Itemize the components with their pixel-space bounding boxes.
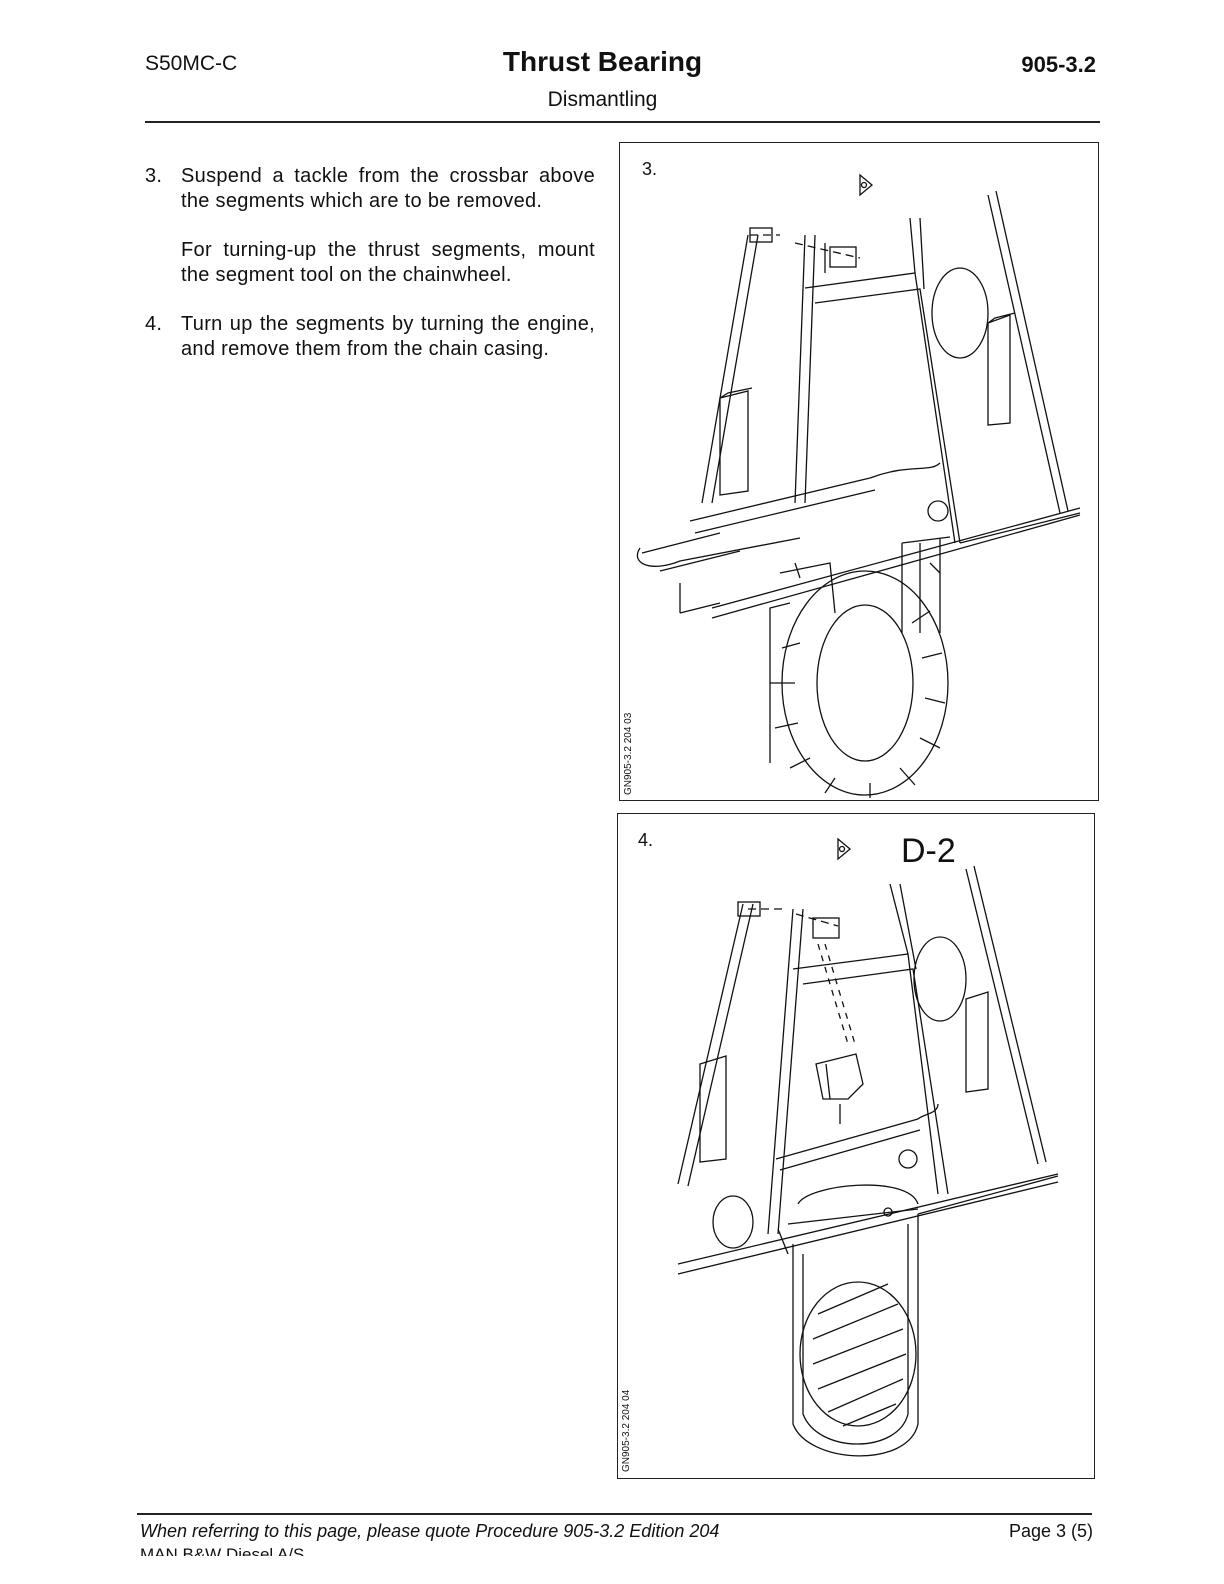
engine-type: S50MC-C <box>145 52 238 75</box>
figure-label: 4. <box>638 830 654 850</box>
header-divider <box>145 121 1100 123</box>
company-name: MAN B&W Diesel A/S <box>140 1545 305 1556</box>
footer-reference: When referring to this page, please quot… <box>140 1521 720 1541</box>
figure-code: GN905-3.2 204 04 <box>621 1389 632 1472</box>
step-text: Turn up the segments by turning the en­g… <box>181 313 595 360</box>
step-3: 3. Suspend a tackle from the crossbar ab… <box>145 164 595 214</box>
footer-divider <box>137 1513 1092 1515</box>
page-title: Thrust Bearing <box>502 46 703 77</box>
step-3-note: For turning-up the thrust segments, moun… <box>145 238 595 288</box>
step-text: Suspend a tackle from the crossbar above… <box>181 165 595 212</box>
step-number: 3. <box>145 165 163 187</box>
step-4: 4. Turn up the segments by turning the e… <box>145 312 595 362</box>
figure-4-panel: 4. D-2 GN905-3.2 204 04 <box>617 813 1095 1479</box>
direction-arrow-icon <box>837 837 852 861</box>
page-number: Page 3 (5) <box>1008 1521 1093 1541</box>
figure-3-drawing <box>636 173 1081 798</box>
figure-4-drawing <box>677 837 1059 1457</box>
figure-3-panel: 3. GN905-3.2 204 03 <box>619 142 1099 801</box>
section-tag: D-2 <box>901 832 956 870</box>
procedure-number: 905-3.2 <box>1021 52 1096 77</box>
direction-arrow-icon <box>859 173 874 197</box>
step-number: 4. <box>145 313 163 335</box>
page-subtitle: Dismantling <box>547 88 658 111</box>
figure-label: 3. <box>642 159 658 179</box>
step-text: For turning-up the thrust segments, moun… <box>181 239 595 286</box>
figure-code: GN905-3.2 204 03 <box>623 712 634 795</box>
